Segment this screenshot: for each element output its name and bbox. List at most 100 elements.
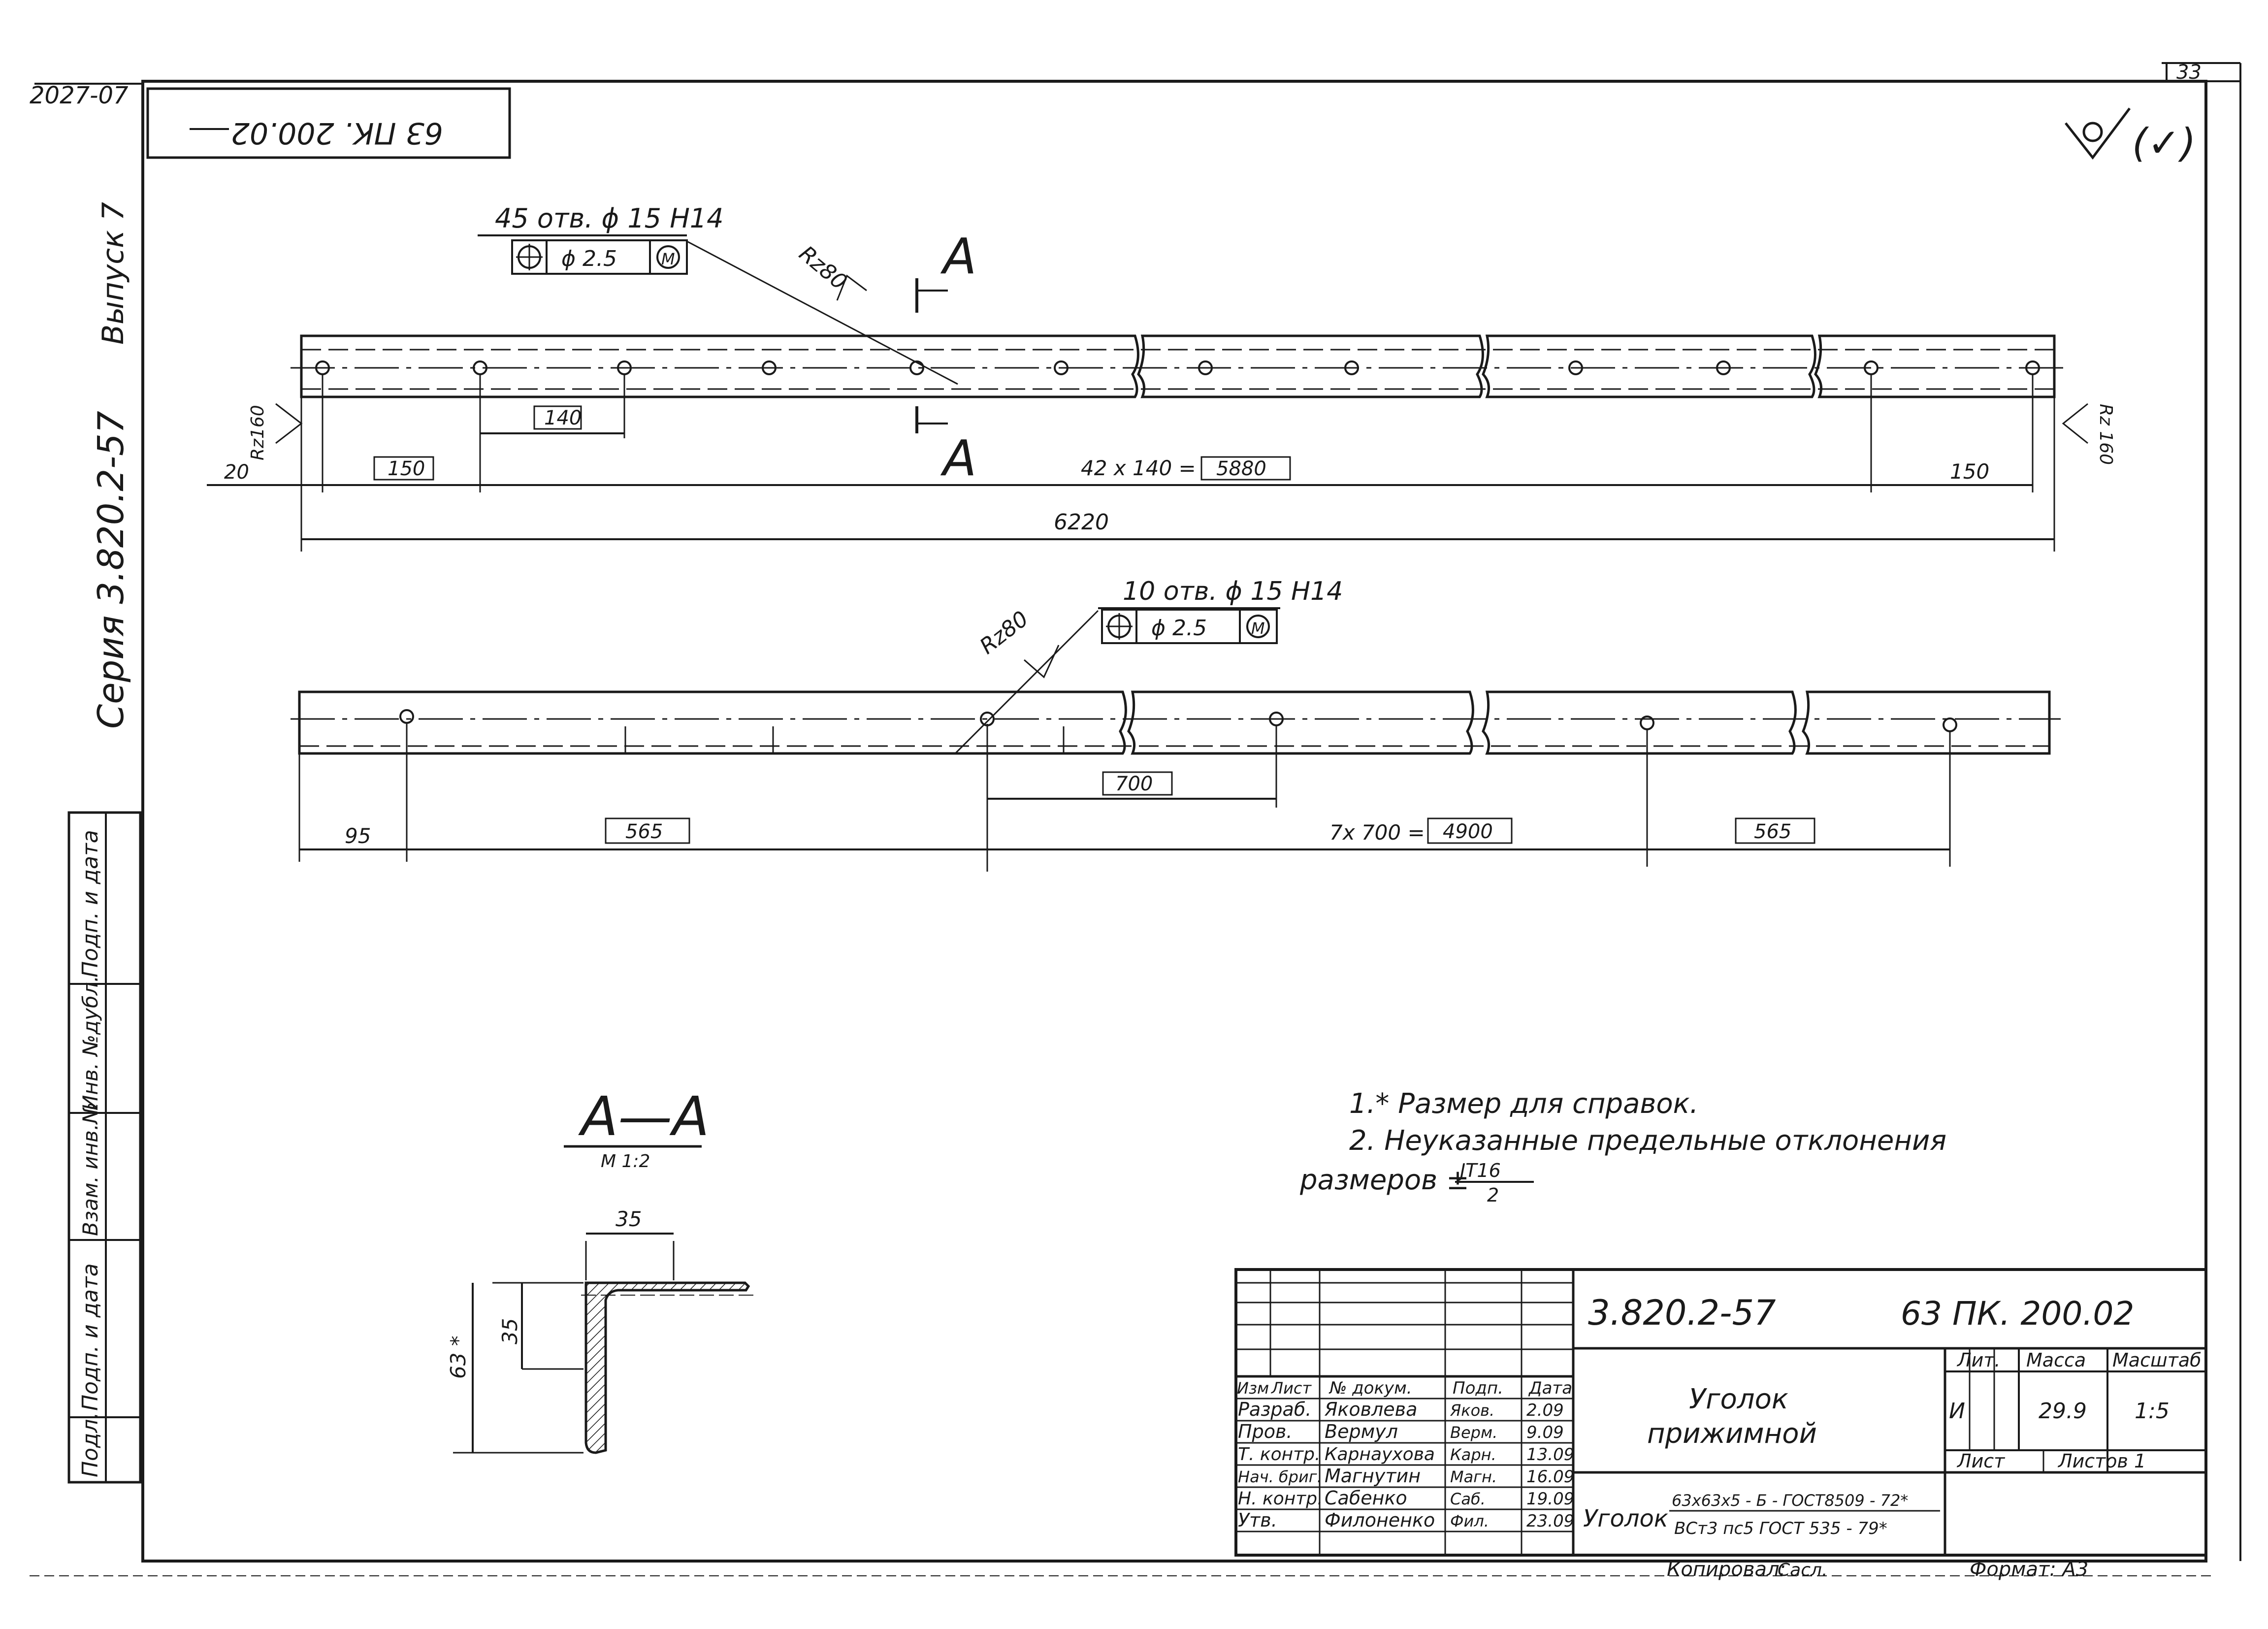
inverted-code: 63 ПК. 200.02: [231, 116, 443, 150]
sheet-number: 33: [2176, 61, 2202, 84]
sidebar-cell-2: Инв. №дубл.: [78, 976, 102, 1110]
tb-copied-label: Копировал:: [1667, 1558, 1786, 1581]
general-notes: 1.* Размер для справок. 2. Неуказанные п…: [1299, 1088, 1946, 1206]
roughness-2: Rz80: [975, 606, 1033, 659]
dim-middle-2: 4900: [1443, 820, 1493, 843]
dim-pitch-2: 700: [1115, 773, 1153, 795]
tb-row-date: 23.09: [1526, 1511, 1574, 1531]
tb-code: 63 ПК. 200.02: [1901, 1295, 2134, 1333]
dim-box-right-2: [1735, 817, 1815, 844]
tb-row-date: 16.09: [1526, 1467, 1574, 1487]
issue-label: Выпуск 7: [96, 202, 130, 345]
tolerance-value-2: ϕ 2.5: [1151, 616, 1207, 641]
tb-row-sign: Карн.: [1450, 1445, 1496, 1464]
angle-top-view: [207, 334, 2066, 552]
section-cut-marks: [915, 278, 948, 433]
surface-roughness-symbol: [2065, 107, 2131, 160]
section-letter-top: A: [940, 228, 976, 285]
tb-material-prefix: Уголок: [1583, 1505, 1668, 1532]
tb-row-name: Яковлева: [1324, 1399, 1417, 1420]
tb-format-label: Формат: А3: [1970, 1558, 2088, 1581]
dim-right-2: 565: [1754, 820, 1791, 843]
tb-scale-value: 1:5: [2135, 1399, 2170, 1424]
dim-box-left-2: [605, 817, 690, 844]
sheet-frame: [30, 62, 2241, 1576]
tb-sheets-label: Листов 1: [2057, 1450, 2146, 1472]
inverted-code-box: [146, 87, 511, 159]
tb-header-doc: № докум.: [1328, 1378, 1412, 1398]
sidebar-cell-5: Подл.: [78, 1412, 103, 1477]
dim-right-1: 150: [1950, 459, 1989, 484]
section-profile: [453, 1233, 753, 1454]
dim-box-pitch-1: [533, 405, 582, 430]
roughness-right-1: Rz 160: [2096, 404, 2116, 465]
sidebar-cell-4: Подп. и дата: [78, 1263, 103, 1411]
dim-left-1: 150: [388, 457, 425, 480]
tb-copied-sign: Сасл.: [1778, 1560, 1827, 1580]
tb-scale-label: Масштаб: [2112, 1349, 2202, 1371]
tb-row-sign: Саб.: [1450, 1490, 1486, 1508]
tb-header-izm: Изм: [1237, 1379, 1269, 1398]
tb-row-sign: Фил.: [1450, 1512, 1489, 1531]
dim-middle-prefix-2: 7x 700 =: [1329, 820, 1425, 845]
note-3-numerator: JT16: [1457, 1160, 1501, 1181]
tb-row-sign: Магн.: [1450, 1467, 1497, 1486]
title-block: [1234, 1268, 2207, 1557]
angle-side-view: [291, 690, 2061, 872]
tb-row-sign: Верм.: [1450, 1423, 1497, 1442]
tb-material-num: 63x63x5 - Б - ГОСТ8509 - 72*: [1672, 1491, 1908, 1510]
dim-left-small-2: 95: [345, 824, 371, 848]
sheet-id: 2027-07: [30, 82, 129, 109]
tb-row-role: Пров.: [1238, 1421, 1292, 1442]
tb-material-den: ВСт3 пс5 ГОСТ 535 - 79*: [1674, 1519, 1887, 1538]
holes-callout-2: 10 отв. ϕ 15 Н14: [1123, 577, 1343, 606]
tb-mass-value: 29.9: [2039, 1399, 2087, 1424]
tb-name-line1: Уголок: [1689, 1383, 1788, 1415]
tb-row-sign: Яков.: [1450, 1401, 1494, 1420]
tb-row-name: Вермул: [1325, 1421, 1398, 1442]
section-letter-bottom: A: [940, 429, 976, 487]
tb-row-role: Н. контр.: [1238, 1489, 1323, 1509]
tb-row-date: 2.09: [1526, 1401, 1564, 1420]
tb-row-name: Магнутин: [1325, 1465, 1421, 1487]
tb-header-sign: Подп.: [1453, 1378, 1503, 1398]
series-label: Серия 3.820.2-57: [90, 411, 131, 729]
tb-row-role: Утв.: [1238, 1509, 1277, 1531]
sidebar-stamp: [67, 811, 142, 1484]
note-3-denominator: 2: [1487, 1184, 1499, 1206]
tb-header-list: Лист: [1271, 1379, 1312, 1398]
tolerance-modifier-1: M: [661, 250, 675, 268]
note-1: 1.* Размер для справок.: [1349, 1088, 1698, 1120]
dim-total-1: 6220: [1054, 510, 1109, 535]
tb-header-date: Дата: [1528, 1378, 1572, 1398]
dim-pitch-1: 140: [544, 407, 582, 429]
tb-row-date: 19.09: [1526, 1489, 1574, 1509]
note-2: 2. Неуказанные предельные отклонения: [1349, 1125, 1946, 1157]
tb-sheet-label: Лист: [1956, 1450, 2006, 1472]
tb-row-name: Карнаухова: [1325, 1444, 1435, 1465]
tb-row-date: 13.09: [1526, 1445, 1574, 1465]
dim-box-pitch-2: [1102, 771, 1173, 796]
holes-callout-1: 45 отв. ϕ 15 Н14: [495, 203, 724, 234]
dim-box-middle-2: [1427, 817, 1513, 844]
section-dim-height: 63 *: [446, 1336, 470, 1379]
tb-row-role: Т. контр.: [1238, 1444, 1320, 1465]
tb-row-role: Разраб.: [1238, 1399, 1311, 1420]
dim-middle-prefix-1: 42 x 140 =: [1081, 456, 1196, 480]
tolerance-value-1: ϕ 2.5: [561, 246, 617, 271]
tb-lit-label: Лит.: [1956, 1349, 2001, 1371]
dim-box-middle-1: [1200, 456, 1291, 481]
tb-row-name: Сабенко: [1325, 1487, 1407, 1509]
tb-name-line2: прижимной: [1647, 1418, 1817, 1450]
tolerance-modifier-2: M: [1251, 619, 1265, 638]
sidebar-cell-3: Взам. инв.№: [78, 1102, 102, 1236]
note-3-prefix: размеров ±: [1299, 1164, 1469, 1196]
tb-header: Изм Лист № докум. Подп. Дата: [1237, 1378, 1572, 1398]
tb-series: 3.820.2-57: [1588, 1293, 1776, 1333]
tb-row-role: Нач. бриг.: [1238, 1467, 1322, 1486]
section-title: A—A: [578, 1085, 710, 1148]
roughness-left-1: Rz160: [248, 405, 268, 460]
section-dim-leg: 35: [498, 1318, 522, 1344]
tb-row-date: 9.09: [1526, 1423, 1564, 1442]
